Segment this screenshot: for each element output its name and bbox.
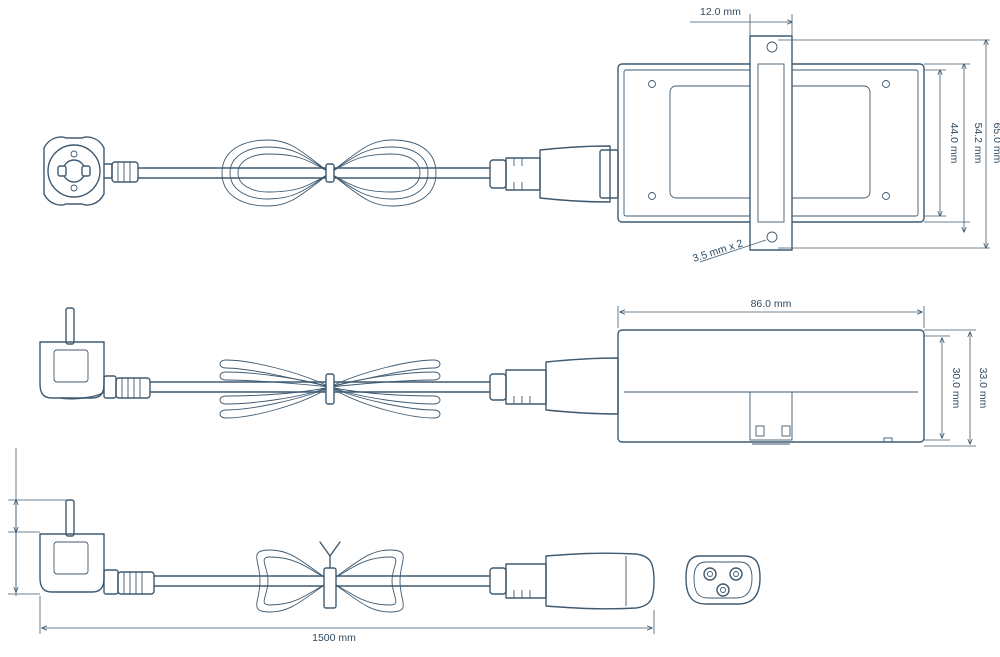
plug-cable-view — [39, 499, 155, 595]
connector-side — [489, 357, 619, 415]
dim-body-length: 86.0 mm — [617, 298, 925, 328]
coiled-cable-tied — [256, 541, 404, 613]
coiled-cable-top — [221, 139, 437, 207]
label-body-length: 86.0 mm — [751, 298, 792, 310]
side-view: 86.0 mm 30.0 mm 33.0 mm — [39, 298, 989, 447]
label-mid-height: 54.2 mm — [972, 123, 984, 164]
dim-body-depth: 30.0 mm — [924, 335, 962, 441]
cable-view: 1500 mm — [8, 448, 761, 644]
label-total-height: 65.0 mm — [991, 123, 1000, 164]
connector-c5-face — [685, 555, 761, 605]
dim-cable-length: 1500 mm — [39, 596, 655, 644]
label-hole-offset: 12.0 mm — [700, 6, 741, 18]
dim-inner-height: 44.0 mm — [924, 70, 960, 216]
adapter-body-side — [617, 329, 925, 445]
plug-side — [39, 307, 151, 400]
dim-total-height: 65.0 mm — [986, 40, 1000, 248]
label-cable-length: 1500 mm — [312, 632, 356, 644]
dim-mid-height: 54.2 mm — [964, 64, 984, 232]
label-inner-height: 44.0 mm — [948, 123, 960, 164]
plug-front-face — [43, 136, 139, 206]
label-hole-spec: 3.5 mm x 2 — [691, 237, 744, 265]
top-view: 12.0 mm 3.5 mm x 2 44.0 mm 54.2 mm 65.0 … — [43, 6, 1000, 265]
dim-hole-offset: 12.0 mm — [690, 6, 792, 36]
label-body-depth: 30.0 mm — [950, 368, 962, 409]
connector-cable-view — [489, 552, 655, 610]
dim-total-depth: 33.0 mm — [924, 329, 989, 447]
mounting-bracket-top — [749, 35, 793, 251]
label-total-depth: 33.0 mm — [977, 368, 989, 409]
coiled-cable-side — [219, 359, 441, 419]
connector-top — [489, 145, 619, 203]
